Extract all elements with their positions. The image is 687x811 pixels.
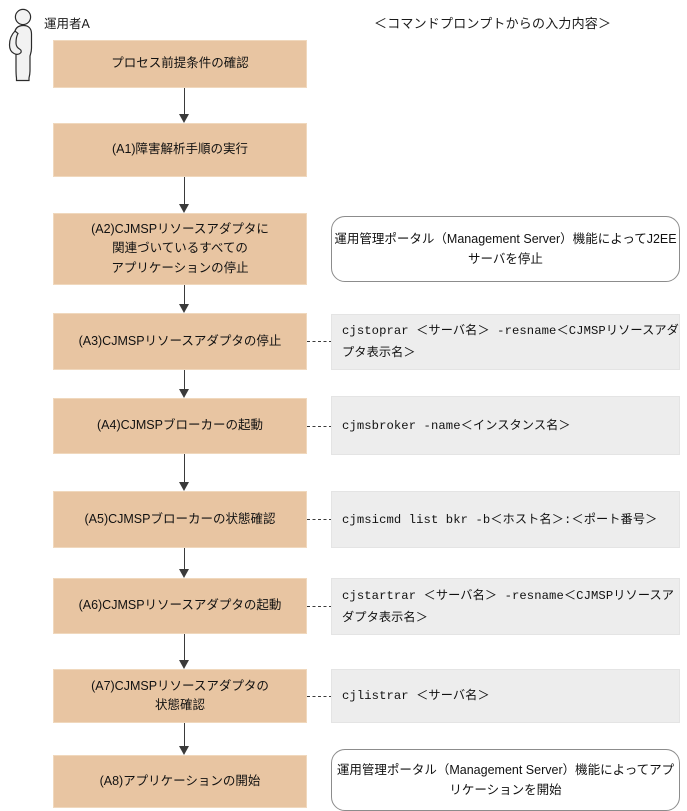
- arrow-pre-to-a1: [179, 88, 190, 123]
- text-line: (A1)障害解析手順の実行: [111, 142, 249, 157]
- text-line: 状態確認: [154, 698, 205, 712]
- text-line: (A4)CJMSPブローカーの起動: [97, 418, 263, 433]
- arrow-head-icon: [179, 569, 189, 578]
- arrow-shaft: [184, 177, 186, 204]
- text-line: cjlistrar ＜サーバ名＞: [342, 689, 490, 704]
- step-label: (A1)障害解析手順の実行: [106, 140, 254, 159]
- text-line: cjmsbroker -name＜インスタンス名＞: [342, 418, 571, 433]
- text-line: 運用管理ポータル（Management Server）: [336, 763, 576, 777]
- text-line: (A5)CJMSPブローカーの状態確認: [84, 511, 276, 526]
- step-a6[interactable]: (A6)CJMSPリソースアダプタの起動: [53, 578, 307, 634]
- text-line: cjmsicmd list bkr -b＜ホスト名＞:＜ポート番号＞: [342, 512, 658, 527]
- side-label: cjmsicmd list bkr -b＜ホスト名＞:＜ポート番号＞: [342, 509, 657, 531]
- side-label: cjmsbroker -name＜インスタンス名＞: [342, 415, 571, 437]
- step-a2[interactable]: (A2)CJMSPリソースアダプタに関連づいているすべてのアプリケーションの停止: [53, 213, 307, 285]
- arrow-shaft: [184, 285, 186, 304]
- arrow-a4-to-a5: [179, 454, 190, 491]
- command-column-header: ＜コマンドプロンプトからの入力内容＞: [374, 16, 612, 31]
- side-label: 運用管理ポータル（Management Server）機能によってJ2EEサーバ…: [332, 229, 679, 269]
- arrow-shaft: [184, 723, 186, 746]
- arrow-head-icon: [179, 482, 189, 491]
- dashed-connector: [307, 341, 332, 342]
- arrow-a2-to-a3: [179, 285, 190, 313]
- arrow-shaft: [184, 548, 186, 569]
- text-line: (A2)CJMSPリソースアダプタに: [91, 221, 269, 236]
- text-line: (A3)CJMSPリソースアダプタの停止: [78, 333, 282, 348]
- note-a8[interactable]: 運用管理ポータル（Management Server）機能によってアプリケーショ…: [331, 749, 680, 811]
- dashed-connector: [307, 696, 332, 697]
- step-label: (A4)CJMSPブローカーの起動: [91, 416, 269, 435]
- step-a4[interactable]: (A4)CJMSPブローカーの起動: [53, 398, 307, 454]
- step-a7[interactable]: (A7)CJMSPリソースアダプタの状態確認: [53, 669, 307, 723]
- step-label: プロセス前提条件の確認: [105, 54, 255, 73]
- arrow-a3-to-a4: [179, 370, 190, 398]
- dashed-connector: [307, 519, 332, 520]
- person-figure-icon: [4, 8, 40, 86]
- side-label: cjlistrar ＜サーバ名＞: [342, 685, 490, 707]
- command-a3[interactable]: cjstoprar ＜サーバ名＞ -resname＜CJMSPリソースアダプタ表…: [331, 314, 680, 370]
- command-a6[interactable]: cjstartrar ＜サーバ名＞ -resname＜CJMSPリソースアダプタ…: [331, 578, 680, 635]
- dashed-connector: [307, 426, 332, 427]
- command-a7[interactable]: cjlistrar ＜サーバ名＞: [331, 669, 680, 723]
- text-line: プロセス前提条件の確認: [111, 56, 249, 71]
- command-a5[interactable]: cjmsicmd list bkr -b＜ホスト名＞:＜ポート番号＞: [331, 491, 680, 548]
- step-label: (A7)CJMSPリソースアダプタの状態確認: [85, 677, 275, 716]
- side-label: cjstoprar ＜サーバ名＞ -resname＜CJMSPリソースアダプタ表…: [342, 320, 679, 363]
- arrow-a5-to-a6: [179, 548, 190, 578]
- command-a4[interactable]: cjmsbroker -name＜インスタンス名＞: [331, 396, 680, 455]
- actor-label: 運用者A: [44, 17, 90, 31]
- text-line: 機能によってJ2EEサーバを停止: [468, 232, 677, 266]
- text-line: 機能によってアプリケーションを開始: [449, 763, 675, 797]
- text-line: (A8)アプリケーションの開始: [99, 773, 261, 788]
- step-label: (A8)アプリケーションの開始: [94, 772, 267, 791]
- step-a8[interactable]: (A8)アプリケーションの開始: [53, 755, 307, 808]
- text-line: 運用管理ポータル（Management Server）: [334, 232, 573, 246]
- arrow-head-icon: [179, 389, 189, 398]
- step-pre-check[interactable]: プロセス前提条件の確認: [53, 40, 307, 88]
- arrow-a7-to-a8: [179, 723, 190, 755]
- arrow-head-icon: [179, 660, 189, 669]
- side-label: cjstartrar ＜サーバ名＞ -resname＜CJMSPリソースアダプタ…: [342, 585, 679, 628]
- text-line: cjstartrar ＜サーバ名＞ -resname: [342, 588, 564, 603]
- arrow-shaft: [184, 370, 186, 389]
- arrow-shaft: [184, 454, 186, 482]
- arrow-shaft: [184, 88, 186, 114]
- step-a3[interactable]: (A3)CJMSPリソースアダプタの停止: [53, 313, 307, 370]
- step-a1[interactable]: (A1)障害解析手順の実行: [53, 123, 307, 177]
- arrow-a6-to-a7: [179, 634, 190, 669]
- arrow-head-icon: [179, 304, 189, 313]
- dashed-connector: [307, 606, 332, 607]
- text-line: (A7)CJMSPリソースアダプタの: [91, 678, 269, 693]
- step-label: (A5)CJMSPブローカーの状態確認: [79, 510, 282, 529]
- arrow-a1-to-a2: [179, 177, 190, 213]
- text-line: ＜CJMSPリソースアダプタ表示名＞: [342, 324, 679, 360]
- arrow-head-icon: [179, 746, 189, 755]
- step-label: (A6)CJMSPリソースアダプタの起動: [73, 596, 288, 615]
- note-a2[interactable]: 運用管理ポータル（Management Server）機能によってJ2EEサーバ…: [331, 216, 680, 282]
- text-line: アプリケーションの停止: [111, 260, 249, 275]
- step-label: (A3)CJMSPリソースアダプタの停止: [73, 332, 288, 351]
- text-line: cjstoprar ＜サーバ名＞ -resname: [342, 324, 557, 339]
- arrow-head-icon: [179, 204, 189, 213]
- arrow-head-icon: [179, 114, 189, 123]
- arrow-shaft: [184, 634, 186, 660]
- text-line: 関連づいているすべての: [112, 241, 248, 256]
- text-line: ＜CJMSPリソースアダプタ表示名＞: [342, 588, 675, 625]
- step-label: (A2)CJMSPリソースアダプタに関連づいているすべてのアプリケーションの停止: [85, 220, 275, 278]
- text-line: (A6)CJMSPリソースアダプタの起動: [78, 598, 282, 613]
- step-a5[interactable]: (A5)CJMSPブローカーの状態確認: [53, 491, 307, 548]
- side-label: 運用管理ポータル（Management Server）機能によってアプリケーショ…: [332, 760, 679, 800]
